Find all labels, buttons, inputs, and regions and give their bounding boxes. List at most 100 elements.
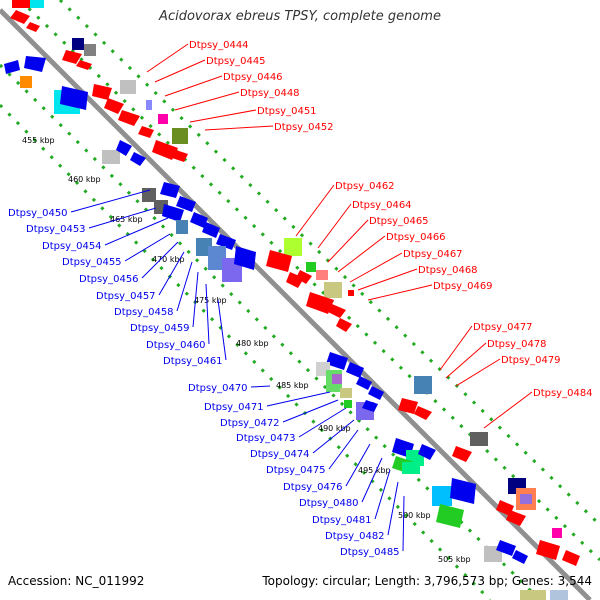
gene-feature[interactable]	[176, 196, 196, 212]
gene-feature[interactable]	[414, 376, 432, 394]
gene-feature[interactable]	[72, 38, 84, 50]
gene-feature[interactable]	[414, 406, 432, 420]
gene-label[interactable]: Dtpsy_0464	[352, 200, 412, 211]
gene-feature[interactable]	[84, 44, 96, 56]
gene-label[interactable]: Dtpsy_0459	[130, 323, 190, 334]
gene-feature[interactable]	[120, 80, 136, 94]
gene-feature[interactable]	[316, 270, 328, 280]
gene-label[interactable]: Dtpsy_0445	[206, 56, 266, 67]
gene-label[interactable]: Dtpsy_0466	[386, 232, 446, 243]
gene-feature[interactable]	[496, 540, 516, 556]
gene-feature[interactable]	[306, 262, 316, 272]
gene-label[interactable]: Dtpsy_0446	[223, 72, 283, 83]
gene-label[interactable]: Dtpsy_0452	[274, 122, 334, 133]
gene-feature[interactable]	[506, 510, 526, 526]
gene-feature[interactable]	[418, 444, 436, 460]
gene-feature[interactable]	[356, 376, 372, 390]
gene-feature[interactable]	[346, 362, 364, 378]
gene-feature[interactable]	[286, 272, 304, 288]
gene-feature[interactable]	[470, 432, 488, 446]
gene-feature[interactable]	[30, 0, 44, 8]
gene-feature[interactable]	[432, 486, 452, 506]
gene-label[interactable]: Dtpsy_0453	[26, 224, 86, 235]
gene-feature[interactable]	[328, 304, 346, 318]
gene-label[interactable]: Dtpsy_0470	[188, 383, 248, 394]
gene-feature[interactable]	[552, 528, 562, 538]
gene-label[interactable]: Dtpsy_0480	[299, 498, 359, 509]
gene-feature[interactable]	[160, 182, 180, 198]
gene-label[interactable]: Dtpsy_0462	[335, 181, 395, 192]
gene-label[interactable]: Dtpsy_0465	[369, 216, 429, 227]
gene-feature[interactable]	[512, 550, 528, 564]
gene-feature[interactable]	[266, 250, 292, 272]
gene-label[interactable]: Dtpsy_0478	[487, 339, 547, 350]
gene-label[interactable]: Dtpsy_0475	[266, 465, 326, 476]
gene-label[interactable]: Dtpsy_0482	[325, 531, 385, 542]
gene-feature[interactable]	[176, 220, 188, 234]
gene-feature[interactable]	[216, 234, 236, 250]
gene-label[interactable]: Dtpsy_0467	[403, 249, 463, 260]
gene-feature[interactable]	[4, 60, 20, 74]
gene-feature[interactable]	[146, 100, 152, 110]
gene-label[interactable]: Dtpsy_0481	[312, 515, 372, 526]
gene-feature[interactable]	[520, 590, 546, 600]
gene-feature[interactable]	[324, 282, 342, 298]
gene-feature[interactable]	[326, 352, 348, 370]
gene-feature[interactable]	[10, 10, 30, 24]
gene-label[interactable]: Dtpsy_0476	[283, 482, 343, 493]
gene-feature[interactable]	[102, 150, 120, 164]
gene-feature[interactable]	[62, 50, 82, 64]
gene-feature[interactable]	[118, 110, 140, 126]
gene-feature[interactable]	[450, 478, 476, 504]
gene-feature[interactable]	[234, 246, 256, 270]
gene-feature[interactable]	[208, 246, 226, 270]
gene-feature[interactable]	[152, 140, 178, 160]
gene-label[interactable]: Dtpsy_0472	[220, 418, 280, 429]
gene-feature[interactable]	[162, 204, 184, 222]
gene-feature[interactable]	[130, 152, 146, 166]
gene-feature[interactable]	[296, 270, 312, 284]
gene-label[interactable]: Dtpsy_0450	[8, 208, 68, 219]
gene-label[interactable]: Dtpsy_0456	[79, 274, 139, 285]
gene-feature[interactable]	[202, 222, 220, 238]
gene-feature[interactable]	[138, 126, 154, 138]
gene-feature[interactable]	[344, 400, 352, 408]
gene-feature[interactable]	[562, 550, 580, 566]
gene-feature[interactable]	[402, 462, 420, 474]
gene-label[interactable]: Dtpsy_0460	[146, 340, 206, 351]
gene-feature[interactable]	[348, 290, 354, 296]
gene-feature[interactable]	[60, 86, 88, 110]
gene-label[interactable]: Dtpsy_0484	[533, 388, 593, 399]
gene-label[interactable]: Dtpsy_0458	[114, 307, 174, 318]
gene-feature[interactable]	[398, 398, 418, 414]
gene-feature[interactable]	[306, 292, 334, 314]
gene-label[interactable]: Dtpsy_0461	[163, 356, 223, 367]
gene-feature[interactable]	[158, 114, 168, 124]
gene-feature[interactable]	[92, 84, 112, 100]
gene-feature[interactable]	[368, 386, 384, 400]
gene-label[interactable]: Dtpsy_0479	[501, 355, 561, 366]
gene-feature[interactable]	[172, 128, 188, 144]
gene-label[interactable]: Dtpsy_0455	[62, 257, 122, 268]
gene-feature[interactable]	[24, 56, 46, 72]
gene-feature[interactable]	[76, 60, 92, 70]
gene-feature[interactable]	[190, 212, 208, 228]
gene-feature[interactable]	[12, 0, 30, 8]
gene-feature[interactable]	[550, 590, 568, 600]
gene-feature[interactable]	[284, 238, 302, 256]
gene-feature[interactable]	[104, 98, 124, 114]
gene-feature[interactable]	[172, 150, 188, 162]
gene-label[interactable]: Dtpsy_0469	[433, 281, 493, 292]
gene-label[interactable]: Dtpsy_0468	[418, 265, 478, 276]
gene-feature[interactable]	[340, 388, 352, 398]
gene-feature[interactable]	[520, 494, 532, 504]
gene-label[interactable]: Dtpsy_0473	[236, 433, 296, 444]
gene-feature[interactable]	[332, 374, 342, 384]
gene-feature[interactable]	[116, 140, 132, 156]
gene-feature[interactable]	[26, 22, 40, 32]
gene-label[interactable]: Dtpsy_0448	[240, 88, 300, 99]
gene-feature[interactable]	[336, 318, 352, 332]
gene-label[interactable]: Dtpsy_0485	[340, 547, 400, 558]
gene-feature[interactable]	[536, 540, 560, 560]
gene-feature[interactable]	[452, 446, 472, 462]
